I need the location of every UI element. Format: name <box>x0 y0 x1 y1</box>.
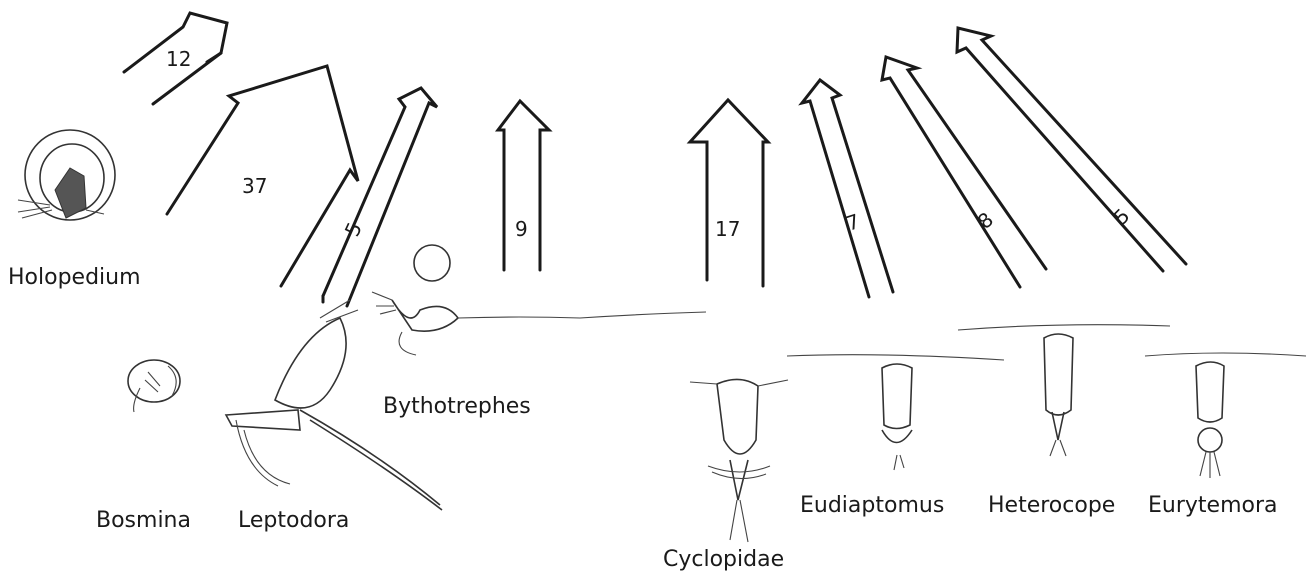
arrow-value-cyclopidae: 17 <box>715 217 740 241</box>
label-eudiaptomus: Eudiaptomus <box>800 493 944 518</box>
arrow-eurytemora: 5 <box>957 28 1186 271</box>
bosmina-drawing <box>128 360 180 412</box>
arrow-value-holopedium: 12 <box>166 47 191 71</box>
arrow-heterocope: 8 <box>882 57 1046 287</box>
label-bythotrephes: Bythotrephes <box>383 394 531 419</box>
eudiaptomus-drawing <box>787 355 1004 470</box>
label-leptodora: Leptodora <box>238 508 349 533</box>
heterocope-drawing <box>958 325 1170 456</box>
label-eurytemora: Eurytemora <box>1148 493 1278 518</box>
arrow-value-bosmina: 37 <box>242 174 267 198</box>
label-heterocope: Heterocope <box>988 493 1115 518</box>
eurytemora-drawing <box>1145 353 1306 478</box>
arrow-value-eurytemora: 5 <box>1109 204 1135 230</box>
arrow-value-leptodora: 5 <box>340 218 367 240</box>
label-bosmina: Bosmina <box>96 508 191 533</box>
arrow-value-bythotrephes: 9 <box>515 217 528 241</box>
holopedium-drawing <box>18 130 115 220</box>
arrow-bosmina: 37 <box>167 66 358 286</box>
label-holopedium: Holopedium <box>8 265 141 290</box>
arrow-cyclopidae: 17 <box>690 100 768 286</box>
arrow-value-eudiaptomus: 7 <box>843 209 863 236</box>
arrow-leptodora: 5 <box>323 88 437 306</box>
arrow-eudiaptomus: 7 <box>802 80 893 297</box>
arrow-holopedium: 12 <box>124 13 227 104</box>
label-cyclopidae: Cyclopidae <box>663 547 784 572</box>
arrow-value-heterocope: 8 <box>973 207 998 234</box>
arrow-bythotrephes: 9 <box>498 101 549 270</box>
cyclopidae-drawing <box>690 379 788 542</box>
